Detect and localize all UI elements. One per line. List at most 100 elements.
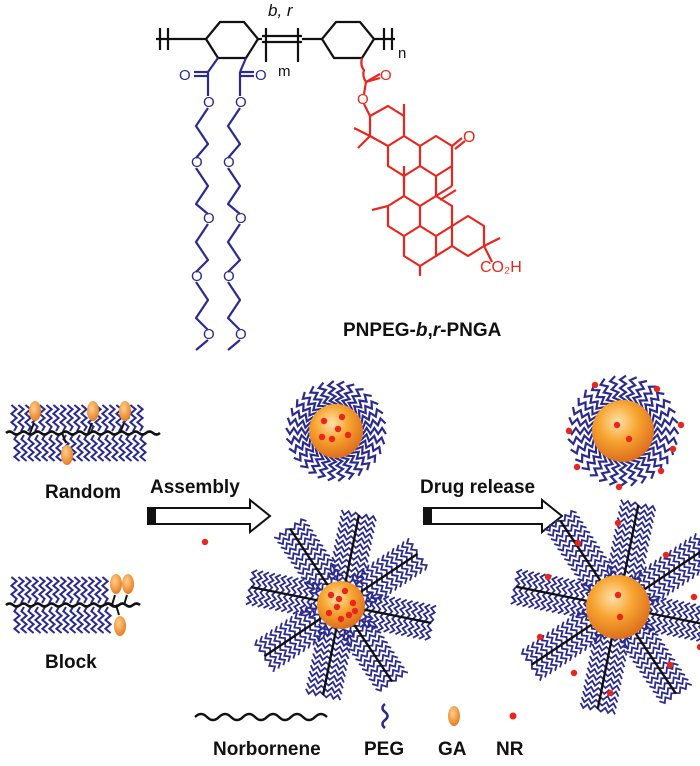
peg-chain — [664, 598, 673, 618]
peg-chain — [312, 653, 331, 662]
ga-linker — [111, 594, 116, 606]
peg-chain — [406, 618, 415, 638]
peg-chain — [284, 619, 296, 636]
peg-chain — [695, 624, 700, 642]
peg-chain — [660, 616, 669, 635]
peg-chain — [353, 444, 377, 463]
peg-chain — [531, 572, 541, 591]
peg-chain — [350, 448, 371, 471]
peg-chain — [274, 625, 286, 643]
peg-chain — [353, 536, 373, 546]
peg-chain — [311, 658, 330, 668]
peg-chain — [589, 451, 609, 477]
peg-chain — [567, 554, 584, 567]
peg-chain — [280, 593, 289, 613]
peg-chain — [544, 520, 561, 532]
repeat-n-label: n — [398, 45, 406, 62]
peg-chain — [637, 385, 657, 411]
peg-chain — [257, 588, 266, 608]
peg-chain — [93, 404, 103, 432]
peg-chain — [12, 606, 22, 634]
peg-chain — [398, 598, 408, 618]
peg-chain — [290, 577, 299, 597]
peg-chain — [693, 605, 700, 624]
norbornene-backbone — [250, 585, 323, 603]
peg-chain — [566, 426, 598, 436]
peg-chain — [75, 606, 85, 634]
peg-chain — [587, 661, 607, 670]
peg-chain — [525, 644, 538, 662]
peg-chain — [391, 669, 409, 682]
norbornene-backbone — [288, 527, 332, 590]
peg-chain — [124, 434, 134, 462]
peg-chain — [658, 597, 667, 617]
peg-chain — [535, 661, 548, 678]
peg-chain — [308, 449, 326, 474]
polymer-name-part1: PNPEG- — [343, 320, 416, 341]
peg-chain — [598, 700, 617, 709]
peg-chain — [585, 627, 598, 645]
peg-chain — [602, 677, 622, 686]
peg-chain — [643, 445, 669, 465]
peg-chain — [351, 645, 369, 657]
peg-chain — [565, 641, 578, 658]
peg-chain — [286, 594, 295, 614]
peg-chain — [698, 552, 700, 558]
peg-chain — [264, 655, 277, 673]
peg-chain — [410, 601, 419, 620]
peg-chain — [647, 406, 676, 424]
nr-dot — [616, 613, 624, 621]
peg-chain — [346, 388, 364, 413]
peg-chain — [648, 642, 666, 655]
peg-chain — [422, 603, 431, 623]
nr-dot — [325, 609, 333, 617]
polymer-name-r: r — [433, 320, 442, 341]
peg-chain — [326, 674, 345, 683]
peg-chain — [261, 571, 270, 591]
peg-side-chains — [194, 57, 254, 351]
peg-chain — [135, 404, 145, 432]
peg-chain — [635, 657, 653, 670]
peg-chain — [567, 579, 576, 598]
peg-chain — [89, 434, 99, 462]
peg-chain — [564, 549, 581, 562]
peg-chain — [352, 542, 371, 552]
peg-chain — [646, 595, 656, 614]
peg-chain — [673, 569, 686, 586]
released-nr-dot — [606, 689, 614, 697]
peg-chain — [560, 644, 573, 661]
peg-chain — [54, 606, 64, 634]
peg-chain — [371, 639, 389, 652]
peg-chain — [319, 618, 332, 636]
peg-chain — [587, 549, 604, 562]
peg-chain — [368, 670, 386, 682]
norbornene-backbone — [5, 430, 161, 436]
peg-chain — [288, 437, 316, 455]
peg-chain — [598, 454, 615, 483]
peg-chain — [345, 450, 364, 477]
ga-linker — [29, 422, 35, 434]
peg-chain — [82, 606, 92, 634]
peg-chain — [539, 591, 548, 611]
peg-chain — [356, 407, 384, 425]
peg-chain — [317, 451, 332, 479]
norbornene-backbone — [638, 550, 700, 594]
assembly-label: Assembly — [150, 477, 240, 498]
hydrophobic-core — [586, 575, 650, 639]
peg-chain — [274, 592, 284, 612]
peg-chain — [688, 559, 700, 576]
peg-chain — [96, 434, 106, 462]
peg-chain — [33, 606, 43, 634]
ga-unit — [87, 401, 99, 421]
peg-chain — [375, 594, 384, 613]
peg-chain — [632, 652, 649, 665]
peg-chain — [683, 562, 696, 580]
peg-chain — [336, 532, 355, 542]
peg-chain — [324, 680, 344, 689]
peg-chain — [610, 641, 629, 650]
legend-ga-icon — [448, 706, 460, 726]
peg-chain — [383, 613, 392, 633]
norbornene-backbone — [559, 519, 605, 587]
peg-chain — [672, 677, 689, 690]
norbornene-backbone — [642, 610, 700, 625]
